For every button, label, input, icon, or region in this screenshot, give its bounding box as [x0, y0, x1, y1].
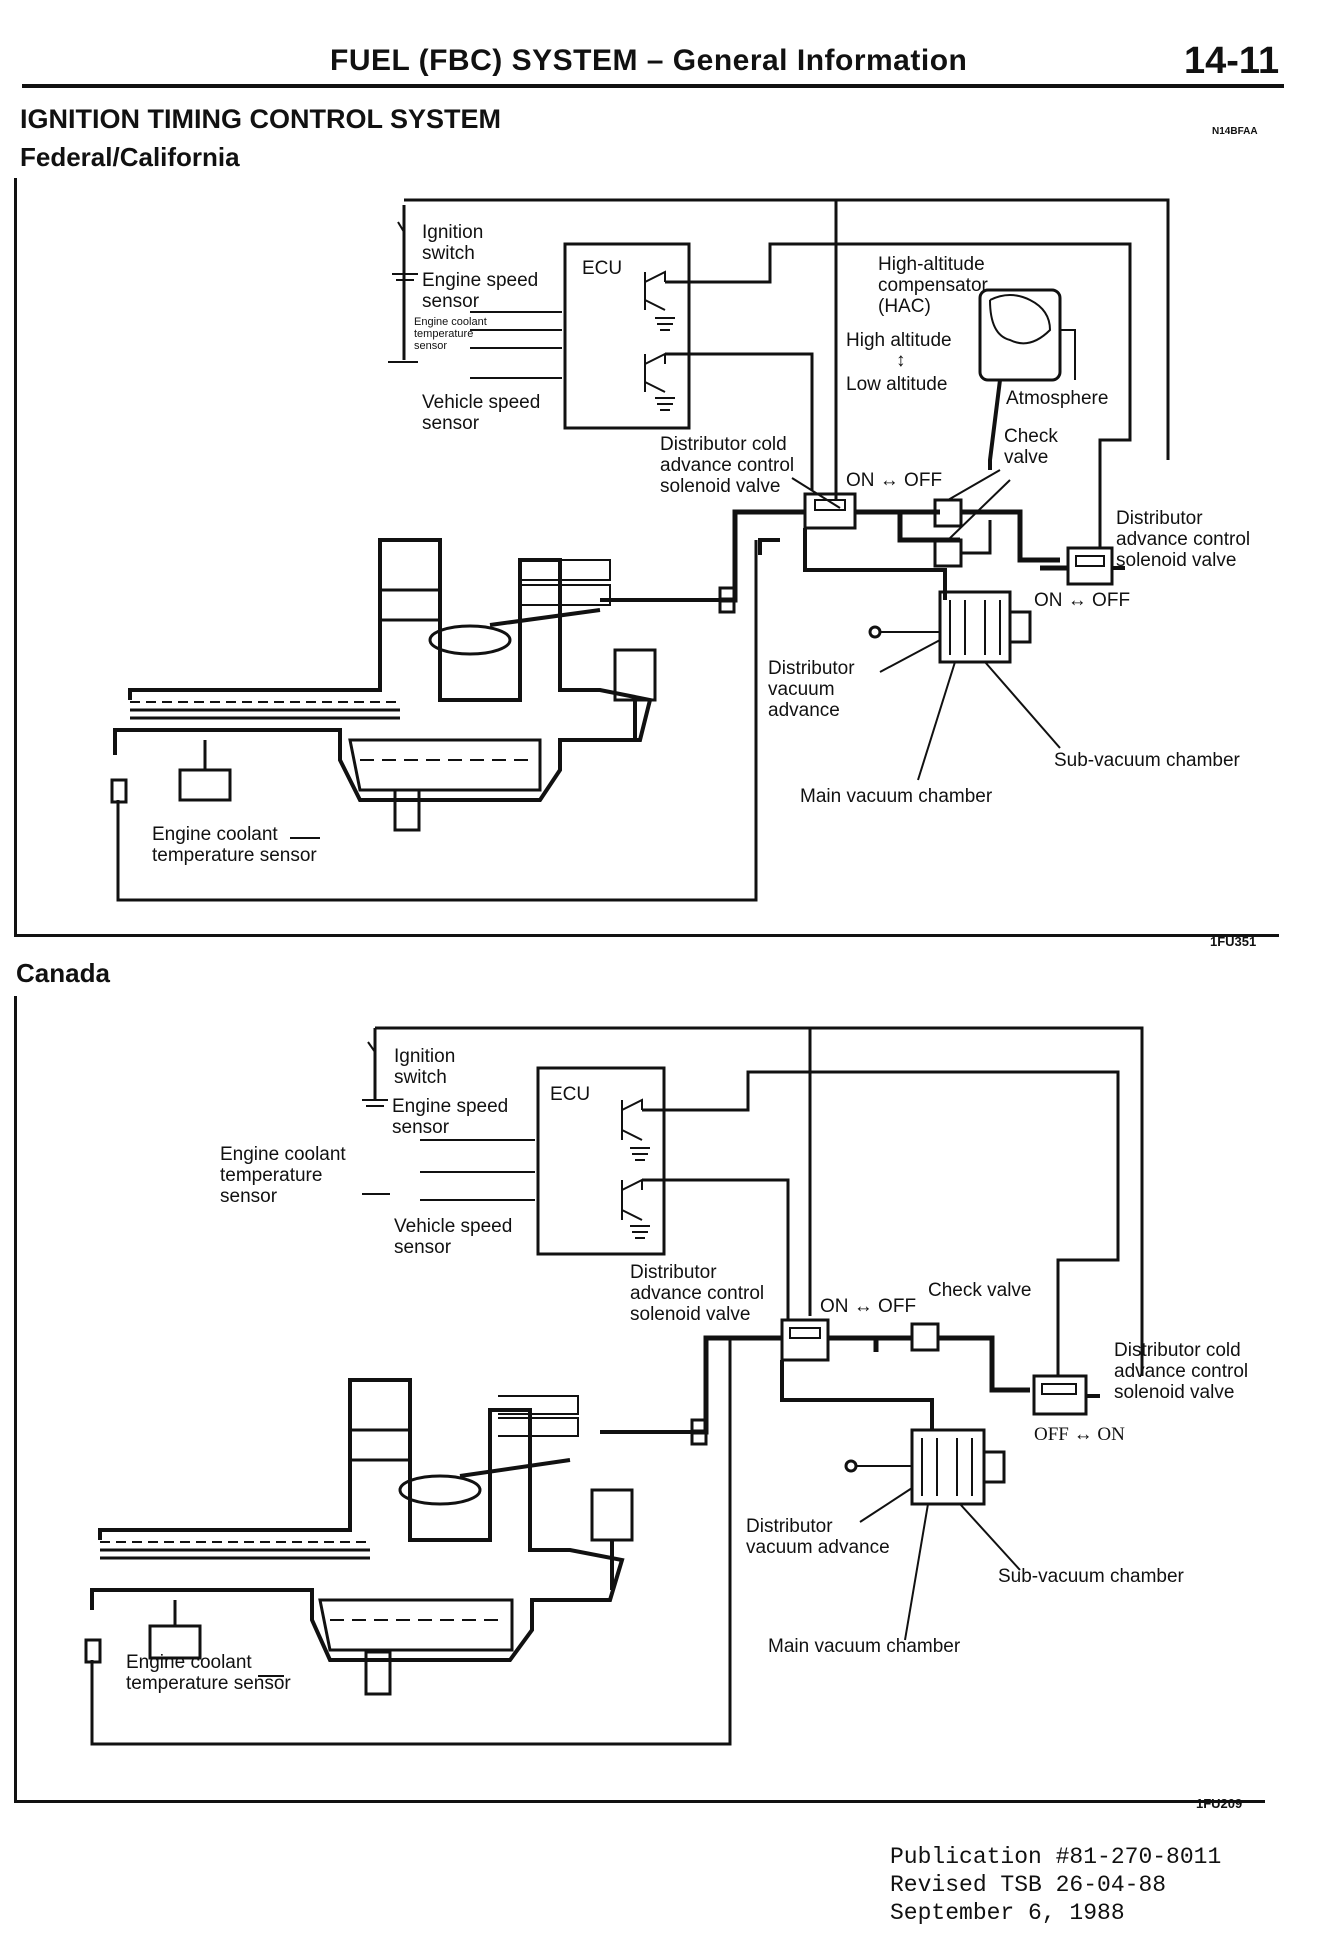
publication-date: September 6, 1988 [890, 1900, 1125, 1926]
can-ecu-label: ECU [550, 1084, 591, 1105]
can-off-on-label: OFF ↔ ON [1034, 1424, 1125, 1445]
fed-vacuum-advance-label: Distributor vacuum advance [768, 658, 855, 721]
fed-sub-vacuum-label: Sub-vacuum chamber [1054, 750, 1240, 771]
canada-subtitle: Canada [16, 958, 110, 988]
fed-vehicle-speed-sensor-label: Vehicle speed sensor [422, 392, 541, 434]
fed-hac-label: High-altitude compensator (HAC) [878, 254, 988, 317]
fed-engine-speed-sensor-label: Engine speed sensor [422, 270, 539, 312]
page-number: 14-11 [1184, 40, 1280, 82]
fed-main-vacuum-label: Main vacuum chamber [800, 786, 993, 807]
canada-figure-frame [14, 996, 1265, 1803]
page-header-title: FUEL (FBC) SYSTEM – General Information [330, 44, 968, 77]
can-main-vacuum-label: Main vacuum chamber [768, 1636, 961, 1657]
can-cold-advance-valve-label: Distributor cold advance control solenoi… [1114, 1340, 1249, 1403]
canada-figure-code: 1FU209 [1196, 1796, 1243, 1811]
fed-low-altitude-label: Low altitude [846, 374, 948, 395]
fed-ignition-switch-label: Ignition switch [422, 222, 484, 264]
section-code: N14BFAA [1212, 126, 1258, 137]
can-ignition-switch-label: Ignition switch [394, 1046, 456, 1088]
canada-ecu-box [536, 1066, 666, 1256]
fed-check-valve-label: Check valve [1004, 426, 1058, 468]
can-vehicle-speed-sensor-label: Vehicle speed sensor [394, 1216, 513, 1258]
federal-subtitle: Federal/California [20, 142, 240, 172]
federal-figure-code: 1FU351 [1210, 934, 1257, 949]
publication-number: Publication #81-270-8011 [890, 1844, 1222, 1870]
publication-revision: Revised TSB 26-04-88 [890, 1872, 1167, 1898]
can-advance-valve-label: Distributor advance control solenoid val… [630, 1262, 765, 1325]
can-engine-speed-sensor-label: Engine speed sensor [392, 1096, 509, 1138]
section-title: IGNITION TIMING CONTROL SYSTEM [20, 104, 502, 134]
fed-altitude-arrow-icon: ↕ [896, 350, 906, 371]
can-vacuum-advance-label: Distributor vacuum advance [746, 1516, 890, 1558]
fed-atmosphere-label: Atmosphere [1006, 388, 1109, 409]
can-coolant-sensor-label: Engine coolant temperature sensor [126, 1652, 291, 1694]
fed-high-altitude-label: High altitude [846, 330, 952, 351]
can-check-valve-label: Check valve [928, 1280, 1032, 1301]
federal-figure-frame [14, 178, 1279, 937]
fed-advance-valve-label: Distributor advance control solenoid val… [1116, 508, 1251, 571]
fed-on-off-2-label: ON ↔ OFF [1034, 590, 1131, 611]
fed-coolant-temp-small-label: Engine coolant temperature sensor [414, 316, 487, 352]
header-rule [22, 84, 1284, 88]
fed-on-off-1-label: ON ↔ OFF [846, 470, 943, 491]
fed-coolant-sensor-label: Engine coolant temperature sensor [152, 824, 317, 866]
can-coolant-temp-sensor-label: Engine coolant temperature sensor [220, 1144, 346, 1207]
federal-ecu-box [563, 242, 691, 430]
can-on-off-label: ON ↔ OFF [820, 1296, 917, 1317]
fed-cold-advance-valve-label: Distributor cold advance control solenoi… [660, 434, 795, 497]
can-sub-vacuum-label: Sub-vacuum chamber [998, 1566, 1184, 1587]
fed-ecu-label: ECU [582, 258, 623, 279]
